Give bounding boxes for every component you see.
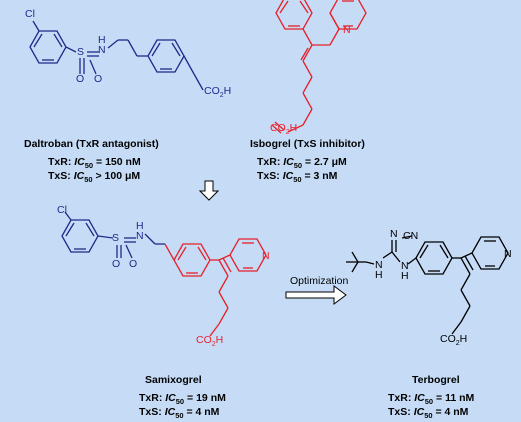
daltroban-s-label: S bbox=[77, 46, 85, 58]
terbogrel-cn-label: CN bbox=[403, 230, 419, 242]
daltroban-n-label: N bbox=[98, 44, 106, 56]
daltroban-structure bbox=[29, 20, 204, 91]
isbogrel-activity-txs: TxS: IC50 = 3 nM bbox=[257, 170, 338, 185]
optimization-label: Optimization bbox=[290, 275, 349, 287]
samixogrel-structure bbox=[61, 211, 267, 337]
samixogrel-s-label: S bbox=[112, 232, 120, 244]
samixogrel-name: Samixogrel bbox=[145, 374, 202, 386]
terbogrel-activity-txs: TxS: IC50 = 4 nM bbox=[388, 406, 469, 421]
optimization-arrow bbox=[285, 285, 347, 305]
terbogrel-n1-label: N bbox=[375, 259, 383, 271]
terbogrel-n2-label: N bbox=[401, 260, 409, 272]
terbogrel-h2-label: H bbox=[401, 270, 409, 282]
samixogrel-o2-label: O bbox=[129, 258, 138, 270]
down-arrow bbox=[198, 180, 220, 201]
daltroban-o1-label: O bbox=[76, 73, 85, 85]
samixogrel-n-label: N bbox=[136, 230, 144, 242]
isbogrel-n-label: N bbox=[343, 24, 351, 36]
terbogrel-name: Terbogrel bbox=[412, 374, 460, 386]
terbogrel-co2h-label: CO2H bbox=[440, 333, 468, 348]
isbogrel-activity-txr: TxR: IC50 = 2.7 μM bbox=[257, 156, 347, 171]
terbogrel-n-label: N bbox=[390, 228, 398, 240]
samixogrel-n-pyridyl-label: N bbox=[262, 250, 270, 262]
samixogrel-activity-txr: TxR: IC50 = 19 nM bbox=[139, 392, 226, 407]
isbogrel-name: Isbogrel (TxS inhibitor) bbox=[250, 138, 365, 150]
samixogrel-activity-txs: TxS: IC50 = 4 nM bbox=[139, 406, 220, 421]
isbogrel-structure bbox=[271, 0, 367, 134]
terbogrel-structure bbox=[346, 235, 509, 335]
terbogrel-activity-txr: TxR: IC50 = 11 nM bbox=[388, 392, 475, 407]
daltroban-h-label: H bbox=[98, 34, 106, 46]
daltroban-name: Daltroban (TxR antagonist) bbox=[24, 138, 159, 150]
daltroban-activity-txr: TxR: IC50 = 150 nM bbox=[48, 156, 141, 171]
samixogrel-co2h-label: CO2H bbox=[196, 334, 224, 349]
daltroban-o2-label: O bbox=[94, 73, 103, 85]
isbogrel-co2h-label: CO2H bbox=[270, 122, 298, 137]
terbogrel-h1-label: H bbox=[375, 269, 383, 281]
samixogrel-cl-label: Cl bbox=[57, 204, 67, 216]
samixogrel-o1-label: O bbox=[112, 258, 121, 270]
daltroban-activity-txs: TxS: IC50 > 100 μM bbox=[48, 170, 141, 185]
daltroban-cl-label: Cl bbox=[25, 8, 35, 20]
daltroban-co2h-label: CO2H bbox=[204, 85, 232, 100]
terbogrel-n-pyridyl-label: N bbox=[504, 248, 512, 260]
samixogrel-h-label: H bbox=[136, 220, 144, 232]
